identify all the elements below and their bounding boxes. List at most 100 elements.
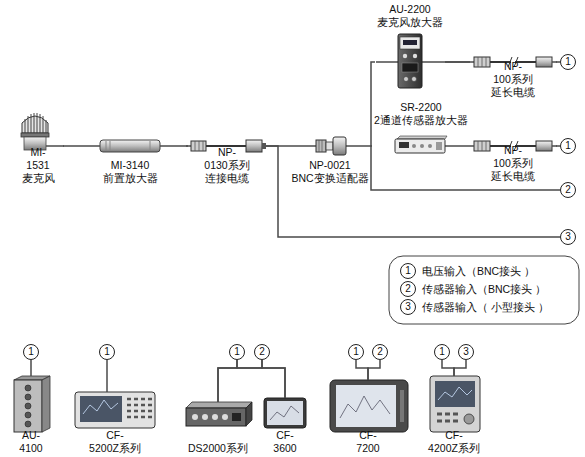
- au4100-icon: [25, 421, 31, 427]
- legend-text: 传感器输入（BNC接头 ）: [422, 283, 546, 296]
- analyzer-device: CF-4200Z系列: [416, 376, 492, 456]
- part-label: DS2000系列: [188, 442, 248, 455]
- cf4200z-icon: [438, 387, 472, 400]
- sensor-amplifier-icon: [395, 136, 474, 153]
- cable-line: [218, 360, 262, 402]
- sensor-amplifier-icon: [412, 144, 416, 148]
- cable-icon: [246, 140, 262, 152]
- preamplifier-icon: [106, 141, 150, 151]
- text-group: 1: [100, 345, 114, 359]
- cable-line: [371, 62, 375, 146]
- preamplifier-icon: [100, 140, 160, 152]
- callout-number: 2: [405, 284, 411, 294]
- callout-number: 2: [372, 344, 388, 360]
- cable-line: [454, 360, 466, 376]
- cf3600-icon: [264, 398, 306, 428]
- cable-icon: [262, 143, 266, 149]
- text-group: MI-3140 前置放大器: [100, 159, 160, 185]
- text-group: 1: [561, 55, 575, 69]
- ds2000-icon: [212, 414, 218, 420]
- adapter-icon: [319, 140, 322, 152]
- text-group: 1: [230, 345, 244, 359]
- callout-number: 1: [234, 347, 240, 357]
- part-label: CF-7200: [356, 429, 379, 455]
- cf3600-icon: [267, 401, 303, 425]
- cf4200z-icon: [430, 376, 480, 432]
- extension-cable-icon: [474, 57, 490, 67]
- ds2000-icon: [232, 413, 241, 421]
- microphone-amplifier-icon: [412, 77, 417, 82]
- sensor-amplifier-icon: [420, 144, 424, 148]
- cf3600-icon: [264, 398, 306, 428]
- text-group: 2: [255, 345, 269, 359]
- microphone-amplifier-icon: [422, 61, 474, 63]
- legend-text: 电压输入（BNC接头 ）: [422, 265, 535, 278]
- ds2000-icon: [222, 414, 228, 420]
- sensor-amplifier-icon: [436, 142, 442, 150]
- part-label: NP-100系列 延长电缆: [491, 60, 535, 99]
- ds2000-icon: [246, 402, 252, 426]
- callout-number: 2: [259, 347, 265, 357]
- text-group: NP-0021 BNC变换适配器: [289, 159, 371, 185]
- callout-number: 1: [28, 347, 34, 357]
- part-label: AU-2200 麦克风放大器: [377, 3, 443, 29]
- cf7200-icon: [330, 380, 408, 432]
- part-label: NP-0130系列 连接电缆: [204, 146, 249, 185]
- analyzer-device: CF-3600: [258, 398, 312, 456]
- part-label: SR-2200 2通道传感器放大器: [374, 101, 468, 127]
- extension-cable-icon: [536, 57, 552, 67]
- cf5200z-icon: [127, 399, 152, 417]
- text-group: 2: [561, 183, 575, 197]
- callout-number: 1: [560, 138, 576, 154]
- analyzer-device: CF-7200: [323, 380, 413, 456]
- callout-number: 1: [23, 344, 39, 360]
- cf5200z-icon: [75, 392, 155, 428]
- cable-icon: [191, 141, 206, 151]
- callout-number: 1: [104, 347, 110, 357]
- analyzer-device: DS2000系列: [182, 402, 254, 456]
- cf7200-icon: [330, 380, 408, 432]
- callout-number: 3: [560, 229, 576, 245]
- part-label: CF-5200Z系列: [89, 429, 141, 455]
- microphone-amplifier-icon: [400, 37, 420, 49]
- text-group: CF-5200Z系列: [70, 429, 160, 455]
- text-group: 1: [435, 345, 449, 359]
- cable-line: [218, 360, 237, 402]
- adapter-icon: [326, 142, 333, 150]
- microphone-amplifier-icon: [402, 63, 418, 72]
- cable-line: [30, 360, 32, 376]
- legend-row: 3传感器输入（ 小型接头 ）: [400, 299, 549, 315]
- callout-number: 2: [560, 182, 576, 198]
- bnc-adapter: NP-0021 BNC变换适配器: [289, 112, 371, 186]
- cf4200z-icon: [430, 376, 480, 432]
- callout-number: 3: [565, 232, 571, 242]
- legend-sample: 1: [400, 263, 416, 279]
- callout-number: 1: [353, 347, 359, 357]
- callout-number: 1: [560, 54, 576, 70]
- sensor-amplifier-icon: [395, 139, 445, 153]
- cf4200z-icon: [435, 381, 475, 407]
- text-group: MI-1531 麦克风: [13, 146, 63, 185]
- cf7200-icon: [400, 390, 404, 422]
- microphone-icon: [21, 113, 64, 150]
- microphone-amplifier-icon: [413, 54, 417, 58]
- adapter-icon: [289, 137, 371, 155]
- ds2000-icon: [192, 414, 198, 420]
- cf4200z-icon: [437, 414, 458, 421]
- extension-cable-icon: [536, 141, 552, 151]
- analyzer-device: AU-4100: [8, 376, 54, 456]
- ds2000-icon: [186, 402, 252, 408]
- ds2000-icon: [202, 414, 208, 420]
- microphone-icon: [46, 145, 64, 147]
- au4100-icon: [14, 376, 50, 432]
- text-group: CF-3600: [258, 429, 312, 455]
- callout-number: 1: [405, 266, 411, 276]
- text-group: NP-100系列 延长电缆: [470, 60, 556, 99]
- microphone-icon: [22, 116, 48, 133]
- text-group: AU-2200 麦克风放大器: [375, 3, 445, 29]
- au4100-icon: [25, 394, 31, 400]
- au4100-icon: [42, 376, 50, 432]
- legend-row: 2 传感器输入（BNC接头 ）: [400, 281, 546, 297]
- cable-line: [106, 360, 108, 392]
- callout-number: 2: [565, 185, 571, 195]
